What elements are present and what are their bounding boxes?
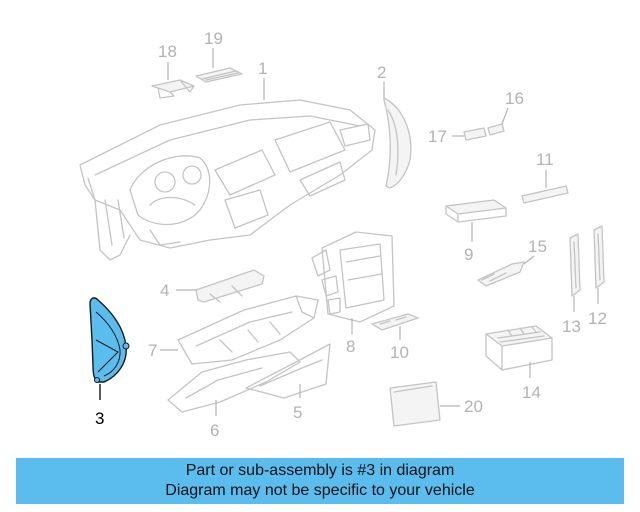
callout-5: 5 bbox=[293, 403, 302, 422]
callout-14: 14 bbox=[522, 383, 541, 402]
part-7-lower-trim-panel bbox=[177, 295, 319, 365]
callout-6: 6 bbox=[210, 421, 219, 440]
part-2-end-panel bbox=[383, 97, 412, 189]
part-1-instrument-panel bbox=[79, 99, 376, 261]
part-15-bracket bbox=[477, 261, 525, 287]
callout-9: 9 bbox=[464, 245, 473, 264]
callout-16: 16 bbox=[505, 89, 524, 108]
part-19-vent bbox=[195, 67, 243, 83]
part-6-knee-bolster bbox=[167, 351, 301, 413]
part-5-side-cover bbox=[245, 343, 331, 399]
part-10-trim-strip bbox=[371, 313, 419, 331]
callout-1: 1 bbox=[258, 59, 267, 78]
callout-19: 19 bbox=[204, 29, 223, 48]
callout-17: 17 bbox=[428, 127, 447, 146]
callout-12: 12 bbox=[588, 309, 607, 328]
callout-4: 4 bbox=[160, 281, 169, 300]
part-3-end-cap-highlighted bbox=[89, 297, 130, 383]
part-12-pillar-trim bbox=[593, 225, 605, 289]
part-8-center-bracket bbox=[311, 231, 395, 323]
callout-13: 13 bbox=[562, 317, 581, 336]
part-20-panel bbox=[389, 381, 441, 427]
callout-8: 8 bbox=[346, 337, 355, 356]
callout-20: 20 bbox=[464, 397, 483, 416]
part-18-clip bbox=[151, 79, 195, 99]
banner-line-disclaimer: Diagram may not be specific to your vehi… bbox=[165, 482, 475, 499]
callout-7: 7 bbox=[148, 341, 157, 360]
callout-2: 2 bbox=[377, 63, 386, 82]
part-13-pillar-trim bbox=[569, 233, 581, 297]
part-16-clip bbox=[487, 123, 505, 136]
callout-18: 18 bbox=[158, 42, 177, 61]
part-11-trim-strip bbox=[521, 185, 569, 204]
part-9-storage-box bbox=[445, 199, 507, 223]
banner-line-part: Part or sub-assembly is #3 in diagram bbox=[185, 462, 455, 479]
part-17-clip bbox=[463, 127, 487, 141]
part-14-ashtray bbox=[485, 325, 553, 371]
callout-15: 15 bbox=[528, 237, 547, 256]
callout-11: 11 bbox=[536, 150, 554, 169]
part-4-duct bbox=[195, 269, 265, 303]
callout-3: 3 bbox=[95, 409, 104, 428]
info-banner: Part or sub-assembly is #3 in diagram Di… bbox=[16, 458, 624, 504]
callout-10: 10 bbox=[390, 343, 409, 362]
